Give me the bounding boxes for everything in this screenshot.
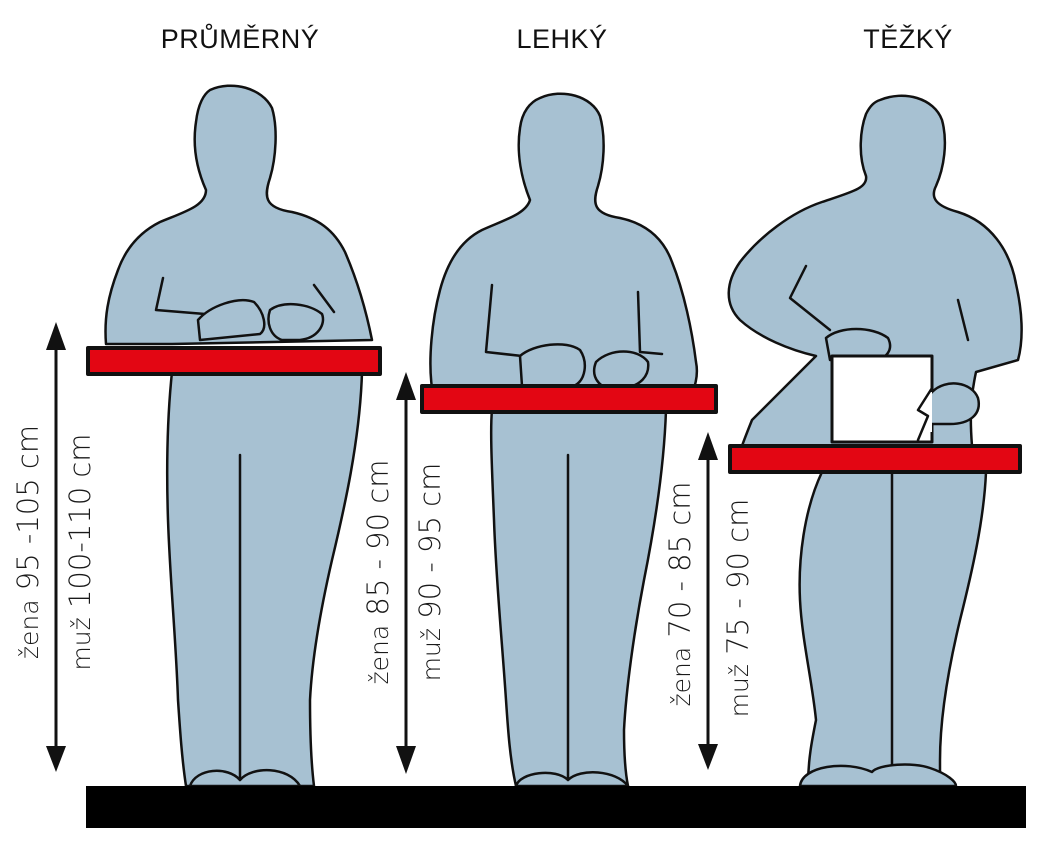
label-average-man-range: 100-110 cm: [63, 433, 97, 609]
label-average-man-word: muž: [67, 617, 96, 671]
label-heavy-woman: žena 70 - 85 cm: [663, 481, 697, 706]
label-average-woman-range: 95 -105 cm: [11, 424, 45, 591]
arrow-up-average: [46, 322, 66, 350]
floor: [86, 786, 1026, 828]
figure-light: [420, 92, 718, 788]
figure-average: [86, 84, 382, 788]
label-average-woman: žena 95 -105 cm: [11, 425, 45, 659]
label-average-woman-word: žena: [15, 599, 44, 660]
heading-average: PRŮMĚRNÝ: [160, 24, 320, 54]
label-heavy-woman-range: 70 - 85 cm: [663, 481, 697, 638]
heading-light: LEHKÝ: [516, 24, 608, 54]
label-heavy-man-range: 75 - 90 cm: [721, 498, 755, 655]
label-heavy-man-word: muž: [725, 664, 754, 718]
worktop-heavy: [728, 444, 1022, 474]
label-light-man-range: 90 - 95 cm: [413, 462, 447, 619]
label-heavy-man: muž 75 - 90 cm: [721, 499, 755, 718]
worktop-average: [86, 346, 382, 376]
label-light-woman-range: 85 - 90 cm: [361, 459, 395, 616]
arrow-down-average: [46, 746, 66, 772]
carried-box: [830, 354, 934, 444]
label-average-man: muž 100-110 cm: [63, 433, 97, 670]
label-light-woman-word: žena: [365, 624, 394, 685]
height-arrows: [46, 322, 718, 774]
worktop-light: [420, 384, 718, 414]
heading-heavy: TĚŽKÝ: [863, 24, 953, 54]
label-heavy-woman-word: žena: [667, 646, 696, 707]
arrow-down-light: [396, 746, 416, 774]
arrow-up-heavy: [698, 432, 718, 460]
arrow-up-light: [396, 372, 416, 400]
label-light-woman: žena 85 - 90 cm: [361, 459, 395, 684]
figure-heavy: [727, 94, 1023, 788]
label-light-man-word: muž: [417, 628, 446, 682]
label-light-man: muž 90 - 95 cm: [413, 463, 447, 682]
arrow-down-heavy: [698, 744, 718, 770]
